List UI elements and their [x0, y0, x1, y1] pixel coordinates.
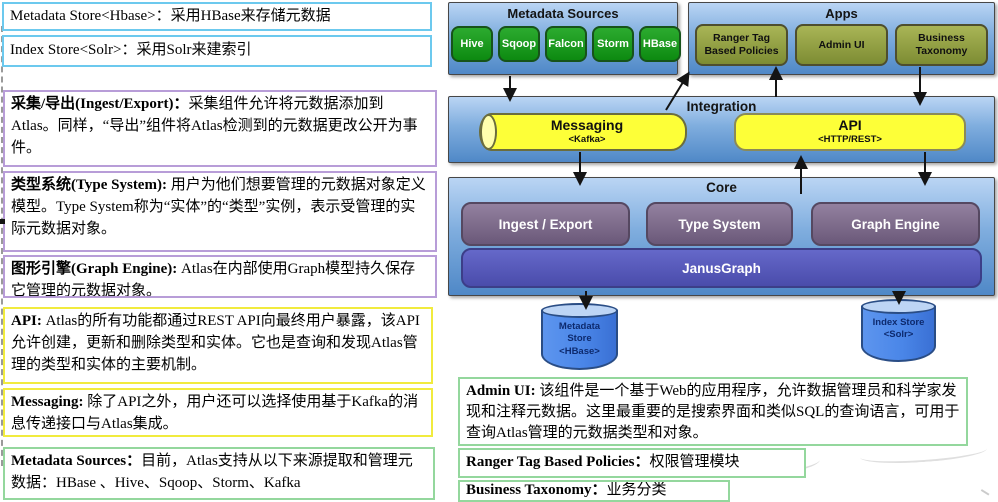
integration-title: Integration	[686, 99, 757, 114]
janusgraph-box: JanusGraph	[461, 248, 982, 288]
metadata-sources-panel: Metadata Sources Hive Sqoop Falcon Storm…	[448, 2, 681, 75]
cylinder-cap	[861, 299, 936, 314]
app-chip-taxonomy: Business Taxonomy	[895, 24, 988, 66]
source-chip-hive: Hive	[451, 26, 493, 62]
note-lead: API:	[11, 313, 46, 329]
source-chip-sqoop: Sqoop	[498, 26, 540, 62]
cylinder-cap	[480, 114, 497, 150]
note-text: Index Store<Solr>：采用Solr来建索引	[10, 42, 252, 59]
core-panel: Core Ingest / Export Type System Graph E…	[448, 177, 995, 296]
selection-handle	[0, 219, 5, 224]
source-chip-hbase: HBase	[639, 26, 681, 62]
app-chip-admin-ui: Admin UI	[795, 24, 888, 66]
app-chip-ranger: Ranger Tag Based Policies	[695, 24, 788, 66]
note-text: Atlas的所有功能都通过REST API向最终用户暴露，该API允许创建，更新…	[11, 313, 420, 373]
note-lead: Metadata Sources：	[11, 453, 142, 469]
note-text: Metadata Store<Hbase>：采用HBase来存储元数据	[10, 7, 331, 24]
messaging-sublabel: <Kafka>	[568, 134, 606, 145]
note-lead: Messaging:	[11, 394, 88, 410]
core-chip-type-system: Type System	[646, 202, 793, 246]
store-label-line: Index Store	[872, 317, 925, 328]
apps-title: Apps	[825, 6, 858, 21]
index-store-cylinder: Index Store <Solr>	[861, 299, 936, 362]
messaging-label: Messaging	[550, 117, 624, 133]
note-text: Atlas在内部使用Graph模型持久保存它管理的元数据对象。	[11, 261, 416, 298]
note-lead: Admin UI:	[466, 383, 540, 399]
note-admin-ui: Admin UI: 该组件是一个基于Web的应用程序，允许数据管理员和科学家发现…	[458, 377, 968, 446]
note-text: 用户为他们想要管理的元数据对象定义模型。Type System称为“实体”的“类…	[11, 177, 426, 237]
cylinder-body	[541, 310, 618, 370]
note-api: API: Atlas的所有功能都通过REST API向最终用户暴露，该API允许…	[3, 307, 433, 384]
api-label: API	[838, 117, 862, 133]
source-chip-storm: Storm	[592, 26, 634, 62]
store-label-line: Store	[567, 333, 592, 345]
note-text: 除了API之外，用户还可以选择使用基于Kafka的消息传递接口与Atlas集成。	[11, 394, 419, 432]
note-lead: 采集/导出(Ingest/Export)：	[11, 96, 189, 112]
note-text: 业务分类	[606, 482, 667, 499]
integration-panel: Integration Messaging <Kafka> API <HTTP/…	[448, 96, 995, 163]
note-index-store: Index Store<Solr>：采用Solr来建索引	[2, 35, 432, 67]
store-label-line: <HBase>	[559, 345, 600, 357]
note-business-taxonomy: Business Taxonomy：业务分类	[458, 480, 730, 502]
watermark-artifact	[980, 481, 995, 496]
note-lead: Ranger Tag Based Policies：	[466, 454, 650, 471]
core-chip-ingest-export: Ingest / Export	[461, 202, 630, 246]
api-box: API <HTTP/REST>	[734, 113, 966, 151]
cylinder-cap	[541, 303, 618, 318]
messaging-cylinder: Messaging <Kafka>	[479, 113, 687, 151]
note-text: 目前，Atlas支持从以下来源提取和管理元数据：HBase 、Hive、Sqoo…	[11, 453, 413, 491]
core-chip-graph-engine: Graph Engine	[811, 202, 980, 246]
apps-panel: Apps Ranger Tag Based Policies Admin UI …	[688, 2, 995, 75]
note-text: 权限管理模块	[649, 454, 740, 471]
cylinder-body	[861, 306, 936, 362]
note-text: 该组件是一个基于Web的应用程序，允许数据管理员和科学家发现和注释元数据。这里最…	[466, 383, 960, 441]
note-text: 采集组件允许将元数据添加到Atlas。同样，“导出”组件将Atlas检测到的元数…	[11, 96, 418, 156]
store-label-line: <Solr>	[883, 329, 914, 341]
core-title: Core	[706, 180, 737, 195]
selection-dashed-line	[1, 26, 3, 466]
note-lead: Business Taxonomy：	[466, 482, 607, 499]
metadata-store-cylinder: Metadata Store <HBase>	[541, 303, 618, 370]
api-sublabel: <HTTP/REST>	[818, 134, 882, 145]
note-graph-engine: 图形引擎(Graph Engine): Atlas在内部使用Graph模型持久保…	[3, 255, 437, 298]
note-metadata-store: Metadata Store<Hbase>：采用HBase来存储元数据	[2, 2, 432, 31]
metadata-sources-title: Metadata Sources	[507, 6, 619, 21]
store-label-line: Metadata	[558, 321, 601, 332]
note-metadata-sources: Metadata Sources：目前，Atlas支持从以下来源提取和管理元数据…	[3, 447, 435, 500]
note-ranger-policies: Ranger Tag Based Policies：权限管理模块	[458, 448, 806, 478]
note-lead: 图形引擎(Graph Engine):	[11, 261, 182, 277]
note-messaging: Messaging: 除了API之外，用户还可以选择使用基于Kafka的消息传递…	[3, 388, 433, 437]
note-lead: 类型系统(Type System):	[11, 177, 171, 193]
source-chip-falcon: Falcon	[545, 26, 587, 62]
note-type-system: 类型系统(Type System): 用户为他们想要管理的元数据对象定义模型。T…	[3, 171, 437, 252]
note-ingest-export: 采集/导出(Ingest/Export)：采集组件允许将元数据添加到Atlas。…	[3, 90, 437, 167]
